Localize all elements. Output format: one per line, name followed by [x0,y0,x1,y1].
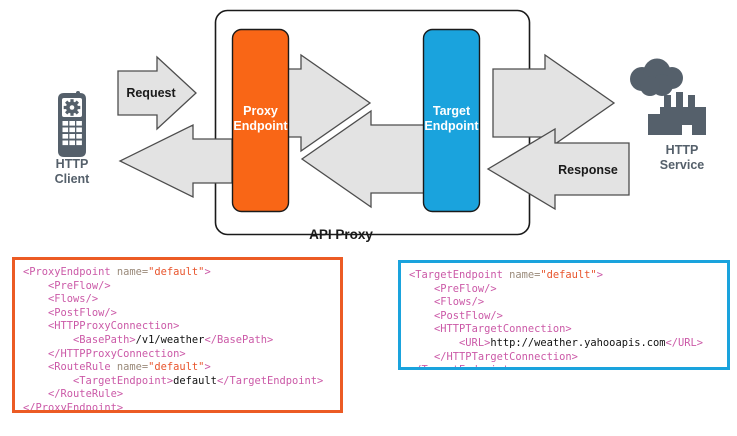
code-token-txt [23,375,73,387]
code-token-tag: <HTTPProxyConnection> [48,320,180,333]
code-token-tag: <HTTPTargetConnection> [434,323,572,336]
code-line: <BasePath>/v1/weather</BasePath> [23,334,332,348]
code-line: <PreFlow/> [409,283,719,297]
code-token-tag: <Flows/> [434,296,485,309]
api-proxy-title: API Proxy [309,227,373,242]
code-token-txt [23,293,48,305]
code-token-tag: > [596,269,603,281]
proxy-endpoint-box[interactable] [231,28,290,213]
code-token-txt [409,296,434,308]
response-arrow-label: Response [558,163,618,177]
code-token-tag: <PostFlow/> [48,306,117,319]
target-endpoint-code-block: <TargetEndpoint name="default"> <PreFlow… [398,260,730,370]
code-token-txt [409,351,434,363]
response-arrow-left [118,123,233,199]
code-line: <PostFlow/> [409,310,719,324]
code-token-tag: <TargetEndpoint> [73,374,174,387]
code-line: <PreFlow/> [23,280,332,294]
code-token-txt [23,388,48,400]
code-token-tag: <RouteRule [48,361,117,374]
code-token-tag: <TargetEndpoint [409,269,510,281]
code-token-tag: </URL> [665,336,704,349]
code-token-tag: <ProxyEndpoint [23,266,117,278]
code-line: </HTTPTargetConnection> [409,351,719,365]
http-client-label-line2: Client [55,172,91,186]
code-line: <HTTPTargetConnection> [409,323,719,337]
code-token-txt [409,283,434,295]
request-arrow-label: Request [126,86,176,100]
proxy-endpoint-label-line1: Proxy [243,104,278,118]
cloud-icon [630,58,683,96]
code-token-tag: </RouteRule> [48,388,124,401]
code-line: <RouteRule name="default"> [23,361,332,375]
code-token-tag: > [204,361,211,374]
code-line: </RouteRule> [23,388,332,402]
code-token-attr: name= [116,266,149,278]
code-token-attr: name= [509,269,541,281]
request-arrow [117,55,197,131]
code-line: <PostFlow/> [23,307,332,321]
code-line: <Flows/> [409,296,719,310]
code-line: <URL>http://weather.yahooapis.com</URL> [409,337,719,351]
http-service-label-line2: Service [660,158,705,172]
factory-icon [648,92,706,135]
code-token-txt [23,307,48,319]
code-line: <Flows/> [23,293,332,307]
code-token-tag: <PreFlow/> [434,282,497,295]
code-token-txt: http://weather.yahooapis.com [490,336,666,349]
code-token-txt [23,320,48,332]
code-token-tag: </TargetEndpoint> [409,364,515,367]
code-token-tag: </HTTPProxyConnection> [48,347,186,360]
code-line: <TargetEndpoint name="default"> [409,269,719,283]
http-client-label-line1: HTTP [56,157,89,171]
architecture-diagram: Proxy Endpoint Target Endpoint API Proxy… [55,9,706,242]
code-token-tag: <Flows/> [48,293,99,306]
http-service-icon [630,58,706,135]
inbound-response-arrow [486,127,630,211]
code-token-tag: <PreFlow/> [48,279,111,292]
code-token-tag: </TargetEndpoint> [216,374,324,387]
code-line: <HTTPProxyConnection> [23,320,332,334]
code-token-txt [23,348,48,360]
code-token-txt: /v1/weather [135,333,205,346]
code-token-txt [23,361,48,373]
code-token-txt: default [173,374,217,387]
code-token-tag: <BasePath> [73,333,136,346]
target-endpoint-label-line1: Target [433,104,471,118]
code-line: </ProxyEndpoint> [23,401,332,413]
code-token-tag: </ProxyEndpoint> [23,401,124,413]
code-line: </HTTPProxyConnection> [23,348,332,362]
code-token-val: "default" [148,361,205,374]
code-token-txt [23,280,48,292]
proxy-endpoint-code-block: <ProxyEndpoint name="default"> <PreFlow/… [12,257,343,413]
code-token-tag: </HTTPTargetConnection> [434,350,578,363]
code-token-txt [409,323,434,335]
code-token-txt [409,310,434,322]
http-service-label-line1: HTTP [666,143,699,157]
target-endpoint-box[interactable] [422,28,481,213]
code-token-txt [23,334,73,346]
code-token-val: "default" [148,266,205,278]
code-token-val: "default" [540,269,597,281]
code-token-tag: </BasePath> [204,333,274,346]
outbound-request-arrow [492,53,616,153]
code-line: <TargetEndpoint>default</TargetEndpoint> [23,375,332,389]
code-line: </TargetEndpoint> [409,364,719,367]
code-token-tag: <PostFlow/> [434,309,503,322]
code-line: <ProxyEndpoint name="default"> [23,266,332,280]
code-token-txt [409,337,459,349]
target-endpoint-label-line2: Endpoint [424,119,479,133]
code-token-attr: name= [116,361,149,374]
code-token-tag: <URL> [459,336,491,349]
http-client-icon [58,91,86,157]
code-token-tag: > [204,266,211,278]
proxy-endpoint-label-line2: Endpoint [233,119,288,133]
